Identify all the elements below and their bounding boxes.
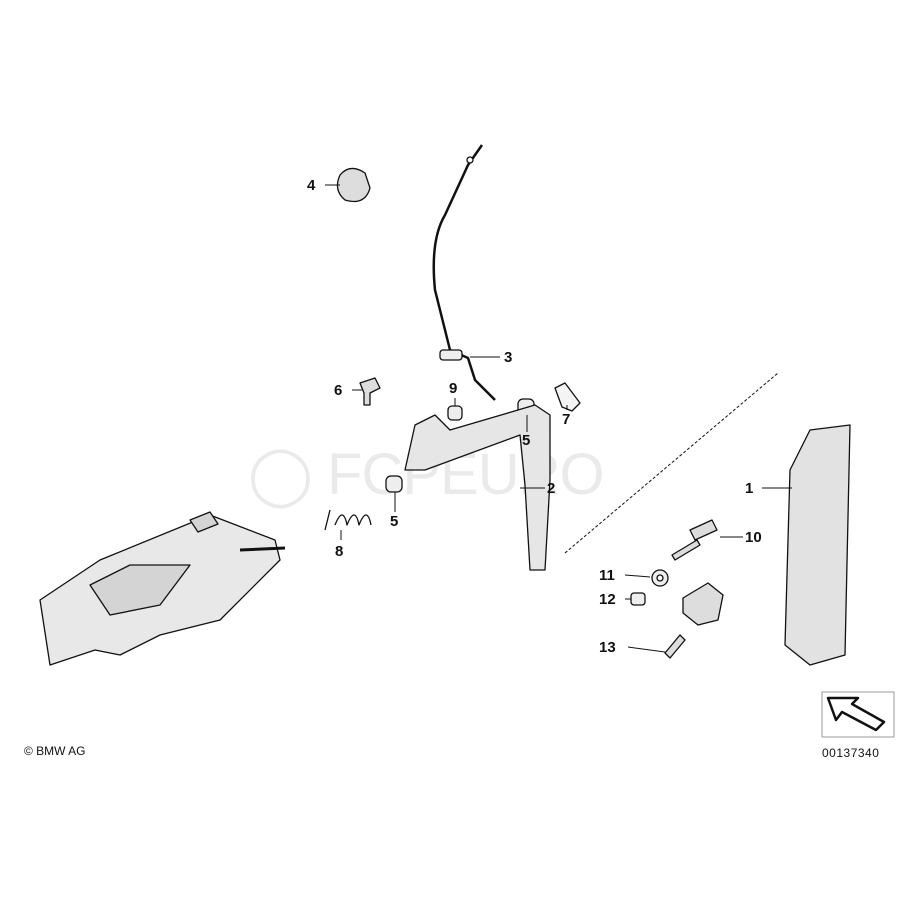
part-label-12[interactable]: 12 xyxy=(599,591,616,608)
spring-part-8 xyxy=(324,509,372,531)
part-label-5-lower[interactable]: 5 xyxy=(390,513,399,530)
document-number: 00137340 xyxy=(822,746,880,760)
cable-grommet xyxy=(439,349,463,361)
nut-part-12 xyxy=(630,592,646,606)
part-label-4[interactable]: 4 xyxy=(307,177,316,194)
copyright-text: © BMW AG xyxy=(24,744,86,758)
plug-part-6 xyxy=(359,377,381,406)
clip-part-7 xyxy=(554,382,581,412)
part-label-9[interactable]: 9 xyxy=(449,380,458,397)
part-label-11[interactable]: 11 xyxy=(599,567,615,584)
sensor-part-13 xyxy=(664,582,724,659)
bushing-part-5-lower xyxy=(385,475,403,493)
accelerator-cable xyxy=(432,144,496,401)
part-label-2[interactable]: 2 xyxy=(547,480,556,497)
pedal-lever-part-2 xyxy=(404,404,551,571)
part-label-10[interactable]: 10 xyxy=(745,529,762,546)
part-label-6[interactable]: 6 xyxy=(334,382,343,399)
part-label-7[interactable]: 7 xyxy=(562,411,571,428)
accelerator-pedal-part-1 xyxy=(784,424,851,666)
part-label-5-upper[interactable]: 5 xyxy=(522,432,531,449)
clip-part-4 xyxy=(336,167,371,203)
part-label-13[interactable]: 13 xyxy=(599,639,616,656)
part-label-8[interactable]: 8 xyxy=(335,543,344,560)
orientation-arrow-icon xyxy=(826,696,886,732)
bushing-part-9 xyxy=(447,405,463,421)
bolt-part-10 xyxy=(671,519,718,561)
part-label-1[interactable]: 1 xyxy=(745,480,754,497)
part-label-3[interactable]: 3 xyxy=(504,349,513,366)
